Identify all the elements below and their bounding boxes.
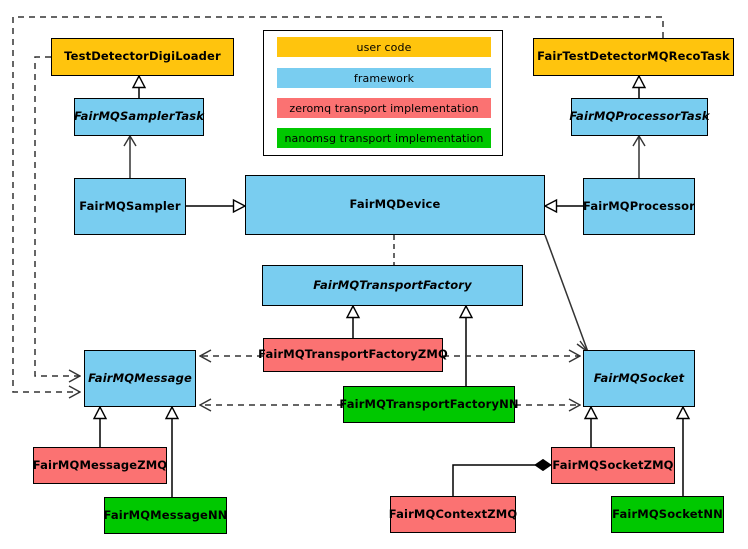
node-label: FairMQMessage xyxy=(88,370,192,385)
legend-panel: user code framework zeromq transport imp… xyxy=(263,30,503,156)
legend-label: zeromq transport implementation xyxy=(289,101,479,115)
node-fairmq-processor[interactable]: FairMQProcessor xyxy=(583,178,695,235)
legend-item-framework: framework xyxy=(277,68,491,88)
node-label: FairMQTransportFactoryZMQ xyxy=(258,347,448,362)
node-fairmq-processor-task[interactable]: FairMQProcessorTask xyxy=(569,98,710,136)
node-fairmq-socket-nn[interactable]: FairMQSocketNN xyxy=(611,496,724,533)
legend-item-nanomsg: nanomsg transport implementation xyxy=(277,128,491,148)
node-label: FairMQSampler xyxy=(79,198,181,213)
legend-label: nanomsg transport implementation xyxy=(284,131,484,145)
node-fairmq-message-nn[interactable]: FairMQMessageNN xyxy=(104,497,227,534)
node-label: FairMQSamplerTask xyxy=(73,109,205,124)
node-label: FairMQSocketNN xyxy=(612,506,723,521)
node-label: FairMQMessageNN xyxy=(103,507,228,522)
node-label: FairMQDevice xyxy=(349,197,441,212)
node-fairmq-transport-factory[interactable]: FairMQTransportFactory xyxy=(262,265,523,306)
legend-item-zeromq: zeromq transport implementation xyxy=(277,98,491,118)
node-label: FairTestDetectorMQRecoTask xyxy=(537,49,730,64)
node-label: FairMQTransportFactoryNN xyxy=(339,396,519,411)
node-fairmq-transport-factory-zmq[interactable]: FairMQTransportFactoryZMQ xyxy=(258,338,448,372)
node-fairmq-transport-factory-nn[interactable]: FairMQTransportFactoryNN xyxy=(339,386,519,423)
legend-item-user-code: user code xyxy=(277,37,491,57)
node-fairmq-context-zmq[interactable]: FairMQContextZMQ xyxy=(388,496,518,533)
node-label: TestDetectorDigiLoader xyxy=(64,49,221,64)
node-label: FairMQProcessor xyxy=(583,198,695,213)
node-label: FairMQSocketZMQ xyxy=(552,457,674,472)
node-fairmq-socket[interactable]: FairMQSocket xyxy=(583,350,695,407)
node-fair-test-detector-mq-reco-task[interactable]: FairTestDetectorMQRecoTask xyxy=(533,38,734,76)
node-fairmq-message[interactable]: FairMQMessage xyxy=(84,350,196,407)
node-fairmq-message-zmq[interactable]: FairMQMessageZMQ xyxy=(33,447,167,484)
node-label: FairMQSocket xyxy=(593,370,685,385)
node-label: FairMQProcessorTask xyxy=(569,109,710,124)
node-fairmq-socket-zmq[interactable]: FairMQSocketZMQ xyxy=(551,447,675,484)
node-label: FairMQTransportFactory xyxy=(313,277,472,292)
edge-contextzmq-to-socketzmq xyxy=(452,465,551,496)
legend-label: user code xyxy=(356,40,412,54)
node-fairmq-sampler-task[interactable]: FairMQSamplerTask xyxy=(74,98,204,136)
node-label: FairMQMessageZMQ xyxy=(32,457,168,472)
legend-label: framework xyxy=(353,71,415,85)
node-label: FairMQContextZMQ xyxy=(388,506,518,521)
node-test-detector-digi-loader[interactable]: TestDetectorDigiLoader xyxy=(51,38,234,76)
node-fairmq-device[interactable]: FairMQDevice xyxy=(245,175,545,235)
edge-device-to-socket xyxy=(544,234,589,353)
node-fairmq-sampler[interactable]: FairMQSampler xyxy=(74,178,186,235)
